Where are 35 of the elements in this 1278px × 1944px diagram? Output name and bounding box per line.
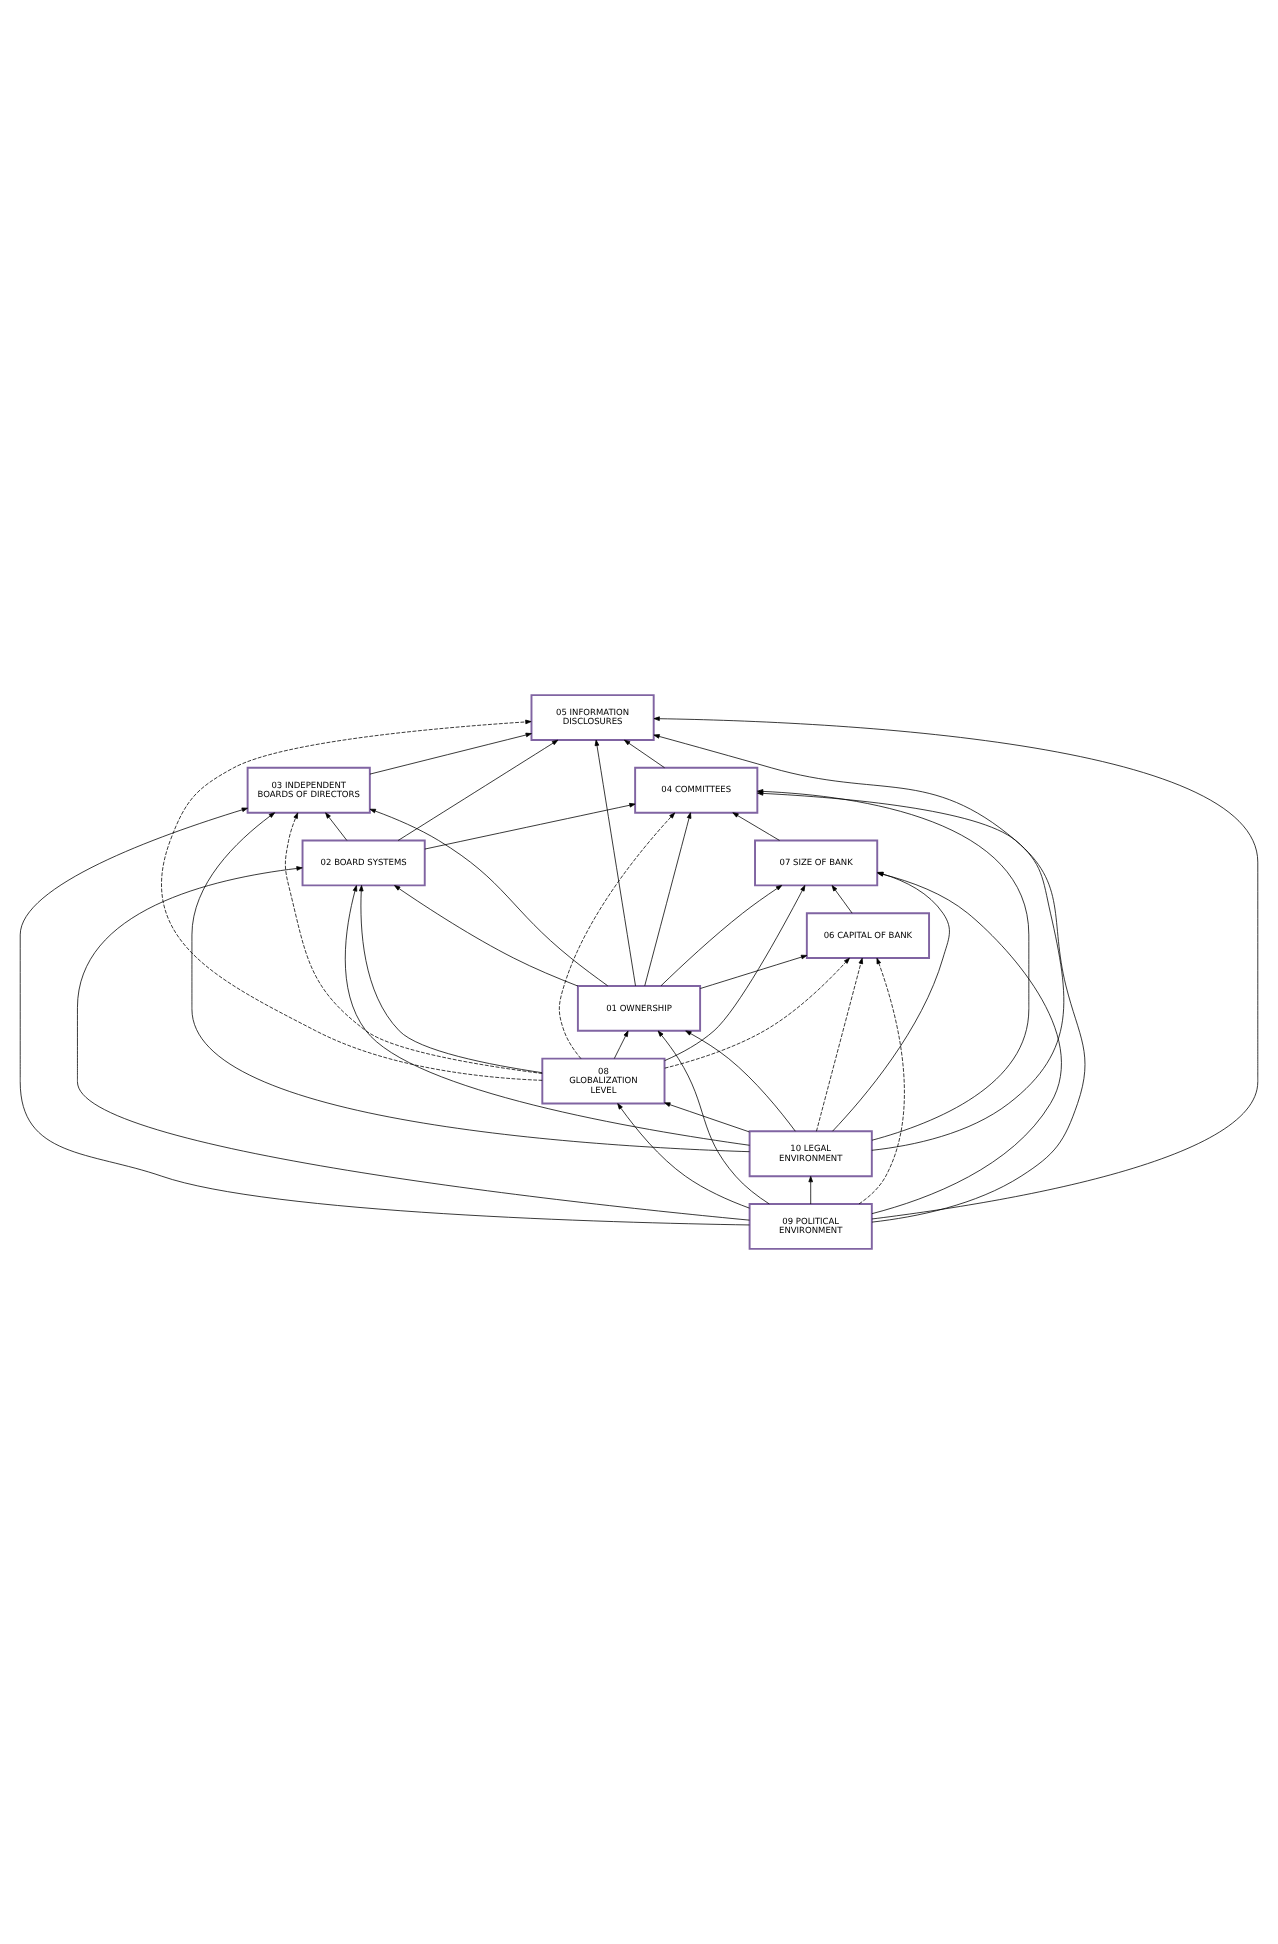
arrow (594, 739, 636, 987)
arrow (732, 812, 780, 841)
arrow (685, 1030, 796, 1132)
arrow (832, 871, 950, 1132)
arrow (664, 957, 850, 1069)
arrow (816, 957, 864, 1132)
arrow (617, 1103, 750, 1209)
arrow (653, 734, 1065, 1151)
arrow (653, 716, 1259, 1220)
arrow (558, 812, 676, 1059)
arrow (369, 732, 532, 775)
arrow (397, 739, 559, 841)
arrow (77, 866, 750, 1221)
arrow (191, 812, 750, 1153)
arrow (624, 739, 665, 769)
arrow (285, 812, 543, 1074)
arrow (424, 802, 636, 850)
arrow (871, 872, 1062, 1215)
arrow (358, 885, 543, 1074)
arrow (369, 808, 609, 987)
arrow (657, 1030, 770, 1205)
arrow (344, 885, 750, 1146)
arrow (161, 719, 543, 1081)
arrow (394, 885, 579, 987)
arrow (831, 885, 853, 914)
arrow (664, 885, 806, 1061)
arrow (664, 1102, 750, 1133)
arrow (644, 812, 692, 987)
arrow (858, 957, 905, 1205)
arrow (613, 1030, 629, 1059)
arrow (19, 807, 750, 1226)
arrow (808, 1176, 813, 1205)
arrow (660, 885, 783, 987)
arrow (699, 954, 808, 989)
arrow (325, 812, 348, 841)
